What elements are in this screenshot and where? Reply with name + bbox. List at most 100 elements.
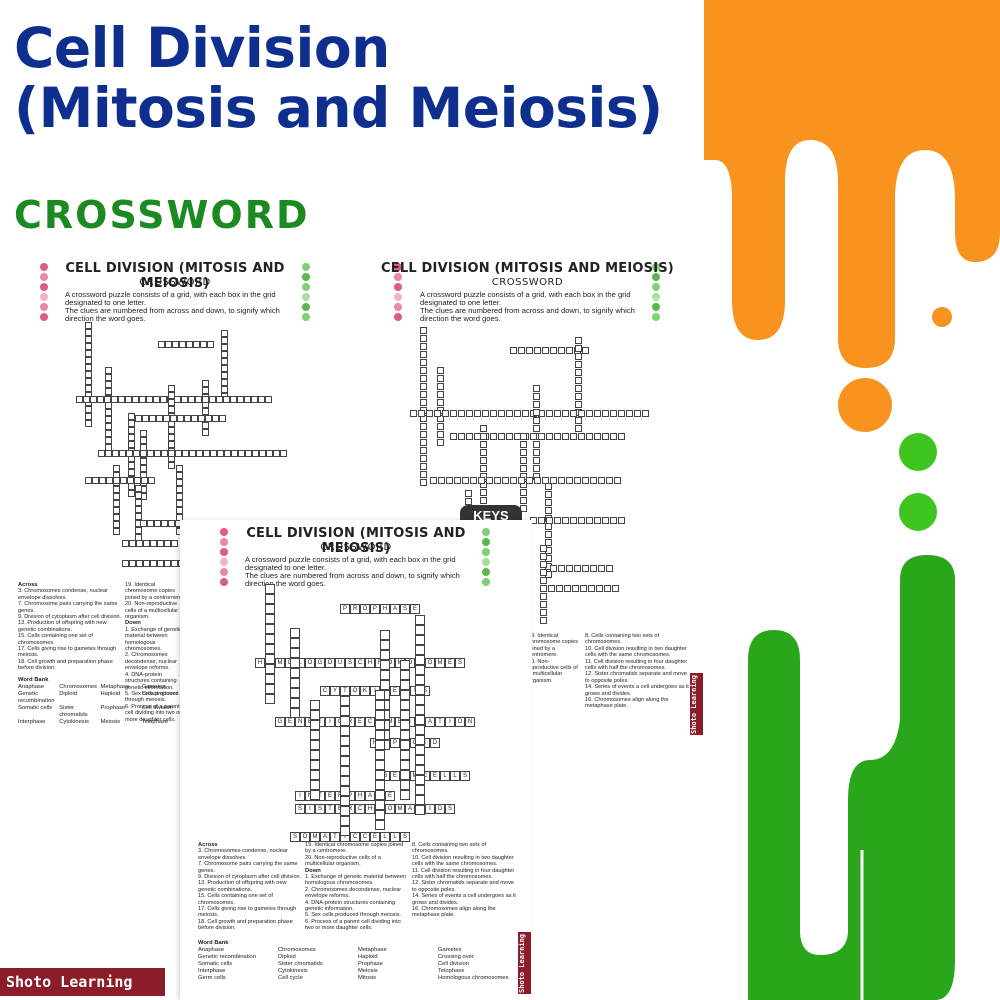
grid-cell[interactable] [626,410,633,417]
grid-cell[interactable] [556,585,563,592]
grid-cell[interactable] [171,560,178,567]
grid-cell[interactable] [200,341,207,348]
grid-cell[interactable] [156,415,163,422]
grid-cell[interactable] [575,361,582,368]
grid-cell[interactable] [420,343,427,350]
grid-cell[interactable] [143,560,150,567]
grid-cell[interactable] [566,477,573,484]
grid-cell[interactable] [480,449,487,456]
grid-cell[interactable] [150,560,157,567]
grid-cell[interactable] [105,367,112,374]
grid-cell[interactable] [420,479,427,486]
grid-cell[interactable] [146,396,153,403]
grid-cell[interactable] [586,410,593,417]
grid-cell[interactable] [420,455,427,462]
grid-cell[interactable] [575,401,582,408]
grid-cell[interactable] [85,343,92,350]
grid-cell[interactable] [480,457,487,464]
grid-cell[interactable] [112,450,119,457]
grid-cell[interactable] [510,477,517,484]
grid-cell[interactable] [540,593,547,600]
grid-cell[interactable] [420,351,427,358]
grid-cell[interactable] [486,477,493,484]
grid-cell[interactable] [202,422,209,429]
grid-cell[interactable] [602,410,609,417]
grid-cell[interactable] [550,477,557,484]
grid-cell[interactable] [594,433,601,440]
grid-cell[interactable] [122,560,129,567]
grid-cell[interactable] [533,401,540,408]
grid-cell[interactable] [534,347,541,354]
grid-cell[interactable] [198,415,205,422]
grid-cell[interactable] [420,431,427,438]
grid-cell[interactable] [575,425,582,432]
grid-cell[interactable] [113,521,120,528]
grid-cell[interactable] [610,517,617,524]
grid-cell[interactable] [176,500,183,507]
grid-cell[interactable] [575,345,582,352]
grid-cell[interactable] [170,415,177,422]
grid-cell[interactable] [90,396,97,403]
grid-cell[interactable] [594,517,601,524]
grid-cell[interactable] [221,337,228,344]
grid-cell[interactable] [437,431,444,438]
grid-cell[interactable] [420,375,427,382]
grid-cell[interactable] [105,388,112,395]
grid-cell[interactable] [420,439,427,446]
grid-cell[interactable] [575,385,582,392]
grid-cell[interactable] [191,415,198,422]
grid-cell[interactable] [106,477,113,484]
grid-cell[interactable] [434,410,441,417]
grid-cell[interactable] [188,396,195,403]
grid-cell[interactable] [437,399,444,406]
grid-cell[interactable] [575,369,582,376]
grid-cell[interactable] [139,396,146,403]
grid-cell[interactable] [133,450,140,457]
grid-cell[interactable] [136,560,143,567]
grid-cell[interactable] [480,465,487,472]
grid-cell[interactable] [533,449,540,456]
grid-cell[interactable] [105,381,112,388]
grid-cell[interactable] [546,517,553,524]
grid-cell[interactable] [518,347,525,354]
grid-cell[interactable] [113,528,120,535]
grid-cell[interactable] [165,341,172,348]
grid-cell[interactable] [143,540,150,547]
grid-cell[interactable] [618,410,625,417]
grid-cell[interactable] [562,410,569,417]
grid-cell[interactable] [437,391,444,398]
grid-cell[interactable] [580,585,587,592]
grid-cell[interactable] [113,493,120,500]
grid-cell[interactable] [596,585,603,592]
grid-cell[interactable] [450,410,457,417]
grid-cell[interactable] [520,449,527,456]
grid-cell[interactable] [545,491,552,498]
grid-cell[interactable] [465,490,472,497]
grid-cell[interactable] [205,415,212,422]
grid-cell[interactable] [140,520,147,527]
grid-cell[interactable] [158,341,165,348]
grid-cell[interactable] [99,477,106,484]
grid-cell[interactable] [149,415,156,422]
grid-cell[interactable] [113,477,120,484]
grid-cell[interactable] [148,477,155,484]
grid-cell[interactable] [127,477,134,484]
grid-cell[interactable] [140,465,147,472]
grid-cell[interactable] [182,450,189,457]
grid-cell[interactable] [177,415,184,422]
grid-cell[interactable] [221,379,228,386]
grid-cell[interactable] [85,378,92,385]
grid-cell[interactable] [105,374,112,381]
grid-cell[interactable] [135,492,142,499]
grid-cell[interactable] [128,434,135,441]
grid-cell[interactable] [231,450,238,457]
grid-cell[interactable] [179,341,186,348]
grid-cell[interactable] [482,410,489,417]
grid-cell[interactable] [219,415,226,422]
grid-cell[interactable] [126,450,133,457]
grid-cell[interactable] [105,450,112,457]
grid-cell[interactable] [533,441,540,448]
grid-cell[interactable] [221,358,228,365]
grid-cell[interactable] [221,365,228,372]
grid-cell[interactable] [578,410,585,417]
